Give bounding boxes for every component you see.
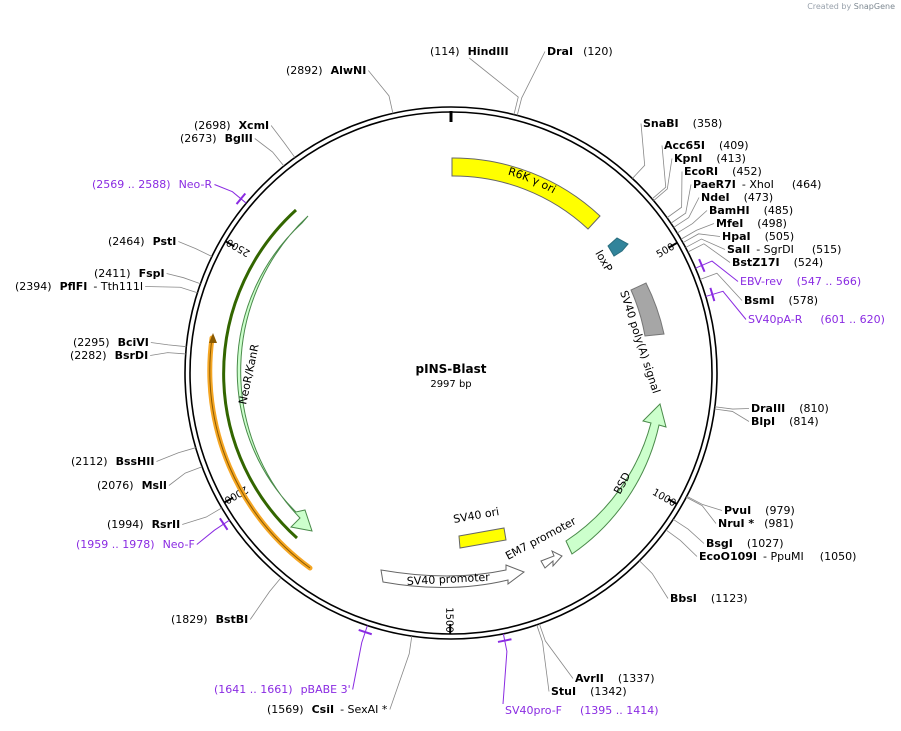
plasmid-size: 2997 bp [430,379,471,390]
connector-line [255,139,284,167]
connector-line [673,519,704,543]
connector-line [167,274,201,284]
connector-line [182,508,222,525]
connector-line [666,530,697,557]
site-xcmi[interactable]: (2698)XcmI [194,119,269,132]
sv40-ori-feature[interactable] [459,528,506,548]
site-msli[interactable]: (2076)MslI [97,479,167,492]
connector-line [715,409,749,422]
connector-line [517,52,545,116]
connector-line [639,561,668,599]
site-psti[interactable]: (2464)PstI [108,235,176,248]
tick-label: 1000 [650,487,678,509]
site-drai[interactable]: DraI(120) [547,45,613,58]
connector-line [688,244,730,263]
connector-line [178,242,212,257]
tick-label: 2500 [225,236,253,258]
site-stui[interactable]: StuI(1342) [551,685,627,698]
connector-line [686,497,716,523]
snapgene-logo-text: SnapGene [854,2,895,11]
site-mfei[interactable]: MfeI(498) [716,217,787,230]
site-nrui[interactable]: NruI *(981) [718,517,794,530]
snapgene-branding: Created by SnapGene [807,2,895,11]
connector-line [539,624,573,679]
primer-marker [498,639,511,642]
site-hindiii[interactable]: (114)HindIII [430,45,509,58]
site-bglii[interactable]: (2673)BglII [180,132,253,145]
site-bsshii[interactable]: (2112)BssHII [71,455,154,468]
connector-line [151,343,186,347]
site-paer7i[interactable]: PaeR7I- XhoI(464) [693,178,821,191]
site-bsgi[interactable]: BsgI(1027) [706,537,783,550]
site-bstbi[interactable]: (1829)BstBI [171,613,248,626]
site-acc65i[interactable]: Acc65I(409) [664,139,749,152]
connector-line [674,198,699,228]
site-ecoo109i[interactable]: EcoO109I- PpuMI(1050) [699,550,856,563]
primer-sv40pa-r[interactable]: SV40pA-R(601 .. 620) [748,313,885,326]
bsd-feature[interactable] [566,404,666,554]
site-ecori[interactable]: EcoRI(452) [684,165,762,178]
em7-promoter-feature[interactable] [541,551,562,568]
primer-pbabe-3[interactable]: (1641 .. 1661)pBABE 3' [214,683,351,696]
connector-line [652,146,666,199]
connector-line [250,578,281,620]
connector-line [214,185,246,204]
connector-line [654,159,672,201]
site-kpni[interactable]: KpnI(413) [674,152,746,165]
site-blpi[interactable]: BlpI(814) [751,415,819,428]
connector-line [145,287,197,293]
em7-promoter-label: EM7 promoter [503,514,578,562]
connector-line [169,467,202,486]
connector-line [353,626,368,690]
site-snabi[interactable]: SnaBI(358) [643,117,722,130]
connector-line [150,353,186,356]
plasmid-name: pINS-Blast [416,362,487,376]
connector-line [390,636,412,709]
site-sali[interactable]: SalI- SgrDI(515) [727,243,841,256]
primer-marker [237,193,246,204]
site-bsrdi[interactable]: (2282)BsrDI [70,349,148,362]
connector-line [368,71,393,114]
primer-neo-r[interactable]: (2569 .. 2588)Neo-R [92,178,212,191]
connector-line [681,224,714,240]
created-by-text: Created by [807,2,851,11]
site-bstz17i[interactable]: BstZ17I(524) [732,256,823,269]
site-bsmi[interactable]: BsmI(578) [744,294,818,307]
site-draiii[interactable]: DraIII(810) [751,402,829,415]
site-avrii[interactable]: AvrII(1337) [575,672,654,685]
r6k-ori-feature[interactable] [452,158,600,229]
site-fspi[interactable]: (2411)FspI [94,267,165,280]
site-csii[interactable]: (1569)CsiI- SexAI * [267,703,388,716]
site-pvui[interactable]: PvuI(979) [724,504,795,517]
site-bbsi[interactable]: BbsI(1123) [670,592,747,605]
site-rsrii[interactable]: (1994)RsrII [107,518,180,531]
connector-line [271,126,295,158]
primer-marker [220,518,228,529]
primer-sv40pro-f[interactable]: SV40pro-F(1395 .. 1414) [505,704,659,717]
connector-line [503,634,507,704]
site-bcivi[interactable]: (2295)BciVI [73,336,149,349]
primer-neo-f[interactable]: (1959 .. 1978)Neo-F [76,538,195,551]
connector-line [686,239,725,249]
site-hpai[interactable]: HpaI(505) [722,230,794,243]
sv40-ori-label: SV40 ori [452,505,500,526]
site-ndei[interactable]: NdeI(473) [701,191,773,204]
connector-line [156,448,195,462]
connector-line [469,58,518,115]
loxp-feature[interactable] [608,238,628,256]
primer-ebv-rev[interactable]: EBV-rev(547 .. 566) [740,275,861,288]
connector-line [671,185,691,224]
site-pflfi[interactable]: (2394)PflFI- Tth111I [15,280,143,293]
connector-line [715,407,749,409]
site-alwni[interactable]: (2892)AlwNI [286,64,366,77]
connector-line [632,124,644,179]
tick-label: 1500 [443,607,454,632]
site-bamhi[interactable]: BamHI(485) [709,204,793,217]
primer-marker [699,259,704,272]
